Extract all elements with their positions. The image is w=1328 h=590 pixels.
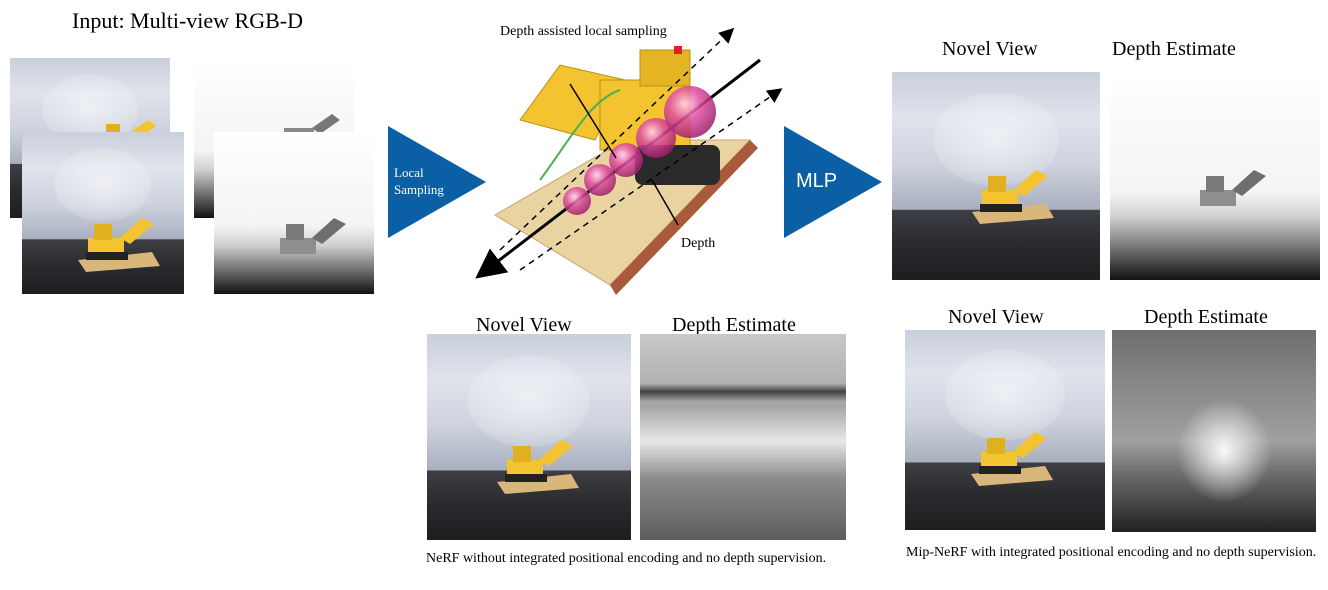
excavator-icon [280, 218, 346, 254]
nerf-caption: NeRF without integrated positional encod… [426, 551, 827, 566]
top-right-novel-view-image [892, 72, 1100, 280]
input-title: Input: Multi-view RGB-D [72, 8, 303, 33]
excavator-icon [972, 170, 1054, 224]
excavator-icon [1200, 170, 1266, 206]
bottom-middle-depth-estimate-title: Depth Estimate [672, 314, 796, 336]
depth-sampling-label: Depth assisted local sampling [500, 24, 667, 39]
bottom-right-novel-view-title: Novel View [948, 306, 1044, 328]
local-sampling-arrow [388, 126, 486, 238]
sampling-scene [475, 27, 783, 295]
depth-callout-lower [651, 179, 679, 226]
ray-upper [499, 27, 735, 251]
ray-lower [519, 88, 783, 271]
sample-sphere-3 [609, 143, 643, 177]
bottom-middle-novel-view-title: Novel View [476, 314, 572, 336]
mlp-arrow [784, 126, 882, 238]
excavator-icon [971, 432, 1053, 486]
green-hose [539, 89, 621, 181]
sample-sphere-4 [636, 118, 676, 158]
top-right-depth-estimate-title: Depth Estimate [1112, 38, 1236, 60]
top-right-depth-estimate-image [1110, 72, 1320, 280]
excavator-icon [497, 440, 579, 494]
lego-base-edge [610, 140, 758, 295]
sample-sphere-1 [563, 187, 591, 215]
loader-cab [639, 49, 691, 87]
depth-label: Depth [681, 236, 716, 251]
bottom-right-depth-estimate-title: Depth Estimate [1144, 306, 1268, 328]
mipnerf-novel-view-image [905, 330, 1105, 530]
mlp-label: MLP [796, 170, 838, 192]
loader-light [674, 46, 682, 54]
nerf-depth-estimate-image [640, 334, 846, 540]
input-rgb-front [22, 132, 184, 294]
sample-sphere-2 [584, 164, 616, 196]
mipnerf-caption: Mip-NeRF with integrated positional enco… [906, 545, 1317, 560]
input-depth-front [214, 132, 374, 294]
sample-sphere-5 [664, 86, 716, 138]
mipnerf-depth-estimate-image [1112, 330, 1316, 532]
nerf-novel-view-image [427, 334, 631, 540]
local-sampling-label: Local Sampling [394, 165, 444, 197]
depth-callout-line [569, 83, 617, 159]
top-right-novel-view-title: Novel View [942, 38, 1038, 60]
excavator-icon [78, 218, 160, 272]
